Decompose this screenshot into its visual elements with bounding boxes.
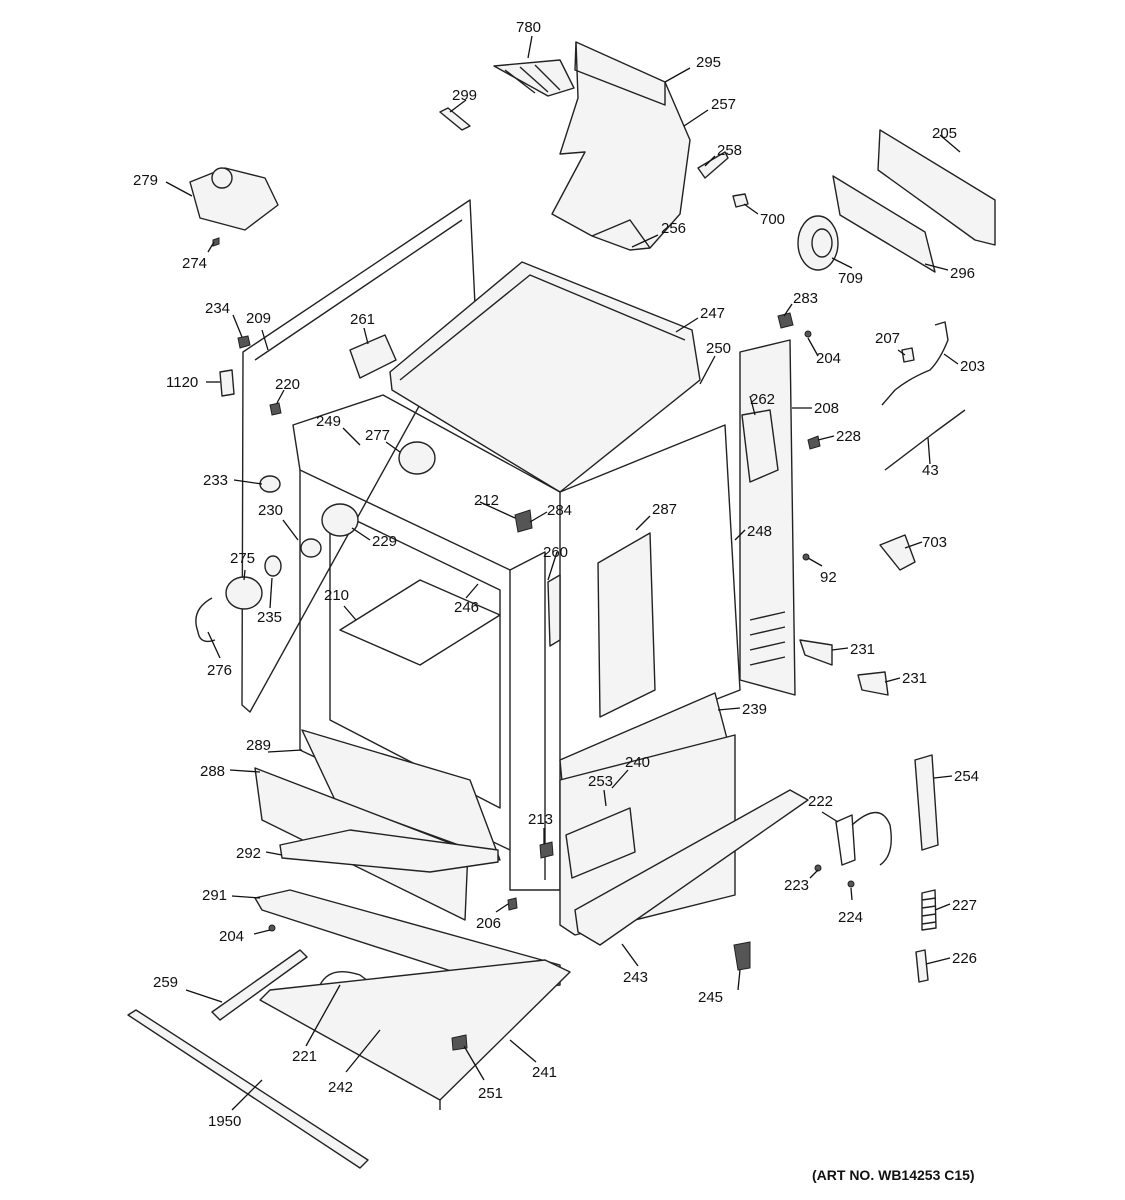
callout-220: 220 [275,376,300,393]
leader-lines [165,35,961,1111]
callout-235: 235 [257,609,282,626]
callout-256: 256 [661,220,686,237]
callout-231-upper: 231 [850,641,875,658]
callout-229: 229 [372,533,397,550]
callout-233: 233 [203,472,228,489]
callout-700: 700 [760,211,785,228]
art-number: (ART NO. WB14253 C15) [812,1167,975,1183]
callout-295: 295 [696,54,721,71]
callout-labels: 780 295 257 299 258 205 279 700 256 274 … [133,19,985,1130]
callout-206: 206 [476,915,501,932]
callout-291: 291 [202,887,227,904]
callout-204-left: 204 [219,928,244,945]
callout-703: 703 [922,534,947,551]
callout-284: 284 [547,502,572,519]
callout-249: 249 [316,413,341,430]
callout-240: 240 [625,754,650,771]
callout-289: 289 [246,737,271,754]
callout-203: 203 [960,358,985,375]
callout-253: 253 [588,773,613,790]
callout-1950: 1950 [208,1113,241,1130]
callout-292: 292 [236,845,261,862]
callout-254: 254 [954,768,979,785]
callout-231-lower: 231 [902,670,927,687]
callout-213: 213 [528,811,553,828]
callout-275: 275 [230,550,255,567]
callout-279: 279 [133,172,158,189]
callout-274: 274 [182,255,207,272]
callout-276: 276 [207,662,232,679]
callout-223: 223 [784,877,809,894]
callout-709: 709 [838,270,863,287]
callout-228: 228 [836,428,861,445]
callout-210: 210 [324,587,349,604]
part-drawings [127,41,996,1169]
callout-245: 245 [698,989,723,1006]
callout-257: 257 [711,96,736,113]
callout-780: 780 [516,19,541,36]
callout-226: 226 [952,950,977,967]
callout-209: 209 [246,310,271,327]
callout-247: 247 [700,305,725,322]
callout-204-right: 204 [816,350,841,367]
callout-243: 243 [623,969,648,986]
callout-288: 288 [200,763,225,780]
callout-207: 207 [875,330,900,347]
callout-262: 262 [750,391,775,408]
callout-227: 227 [952,897,977,914]
callout-239: 239 [742,701,767,718]
callout-208: 208 [814,400,839,417]
callout-283: 283 [793,290,818,307]
callout-250: 250 [706,340,731,357]
callout-248: 248 [747,523,772,540]
callout-221: 221 [292,1048,317,1065]
callout-259: 259 [153,974,178,991]
callout-224: 224 [838,909,863,926]
callout-43: 43 [922,462,939,479]
callout-222: 222 [808,793,833,810]
callout-212: 212 [474,492,499,509]
callout-277: 277 [365,427,390,444]
callout-242: 242 [328,1079,353,1096]
callout-234: 234 [205,300,230,317]
callout-205: 205 [932,125,957,142]
callout-230: 230 [258,502,283,519]
callout-261: 261 [350,311,375,328]
callout-1120: 1120 [166,374,198,391]
callout-251: 251 [478,1085,503,1102]
callout-258: 258 [717,142,742,159]
callout-241: 241 [532,1064,557,1081]
callout-246: 246 [454,599,479,616]
callout-299: 299 [452,87,477,104]
callout-92: 92 [820,569,837,586]
callout-260: 260 [543,544,568,561]
callout-296: 296 [950,265,975,282]
callout-287: 287 [652,501,677,518]
